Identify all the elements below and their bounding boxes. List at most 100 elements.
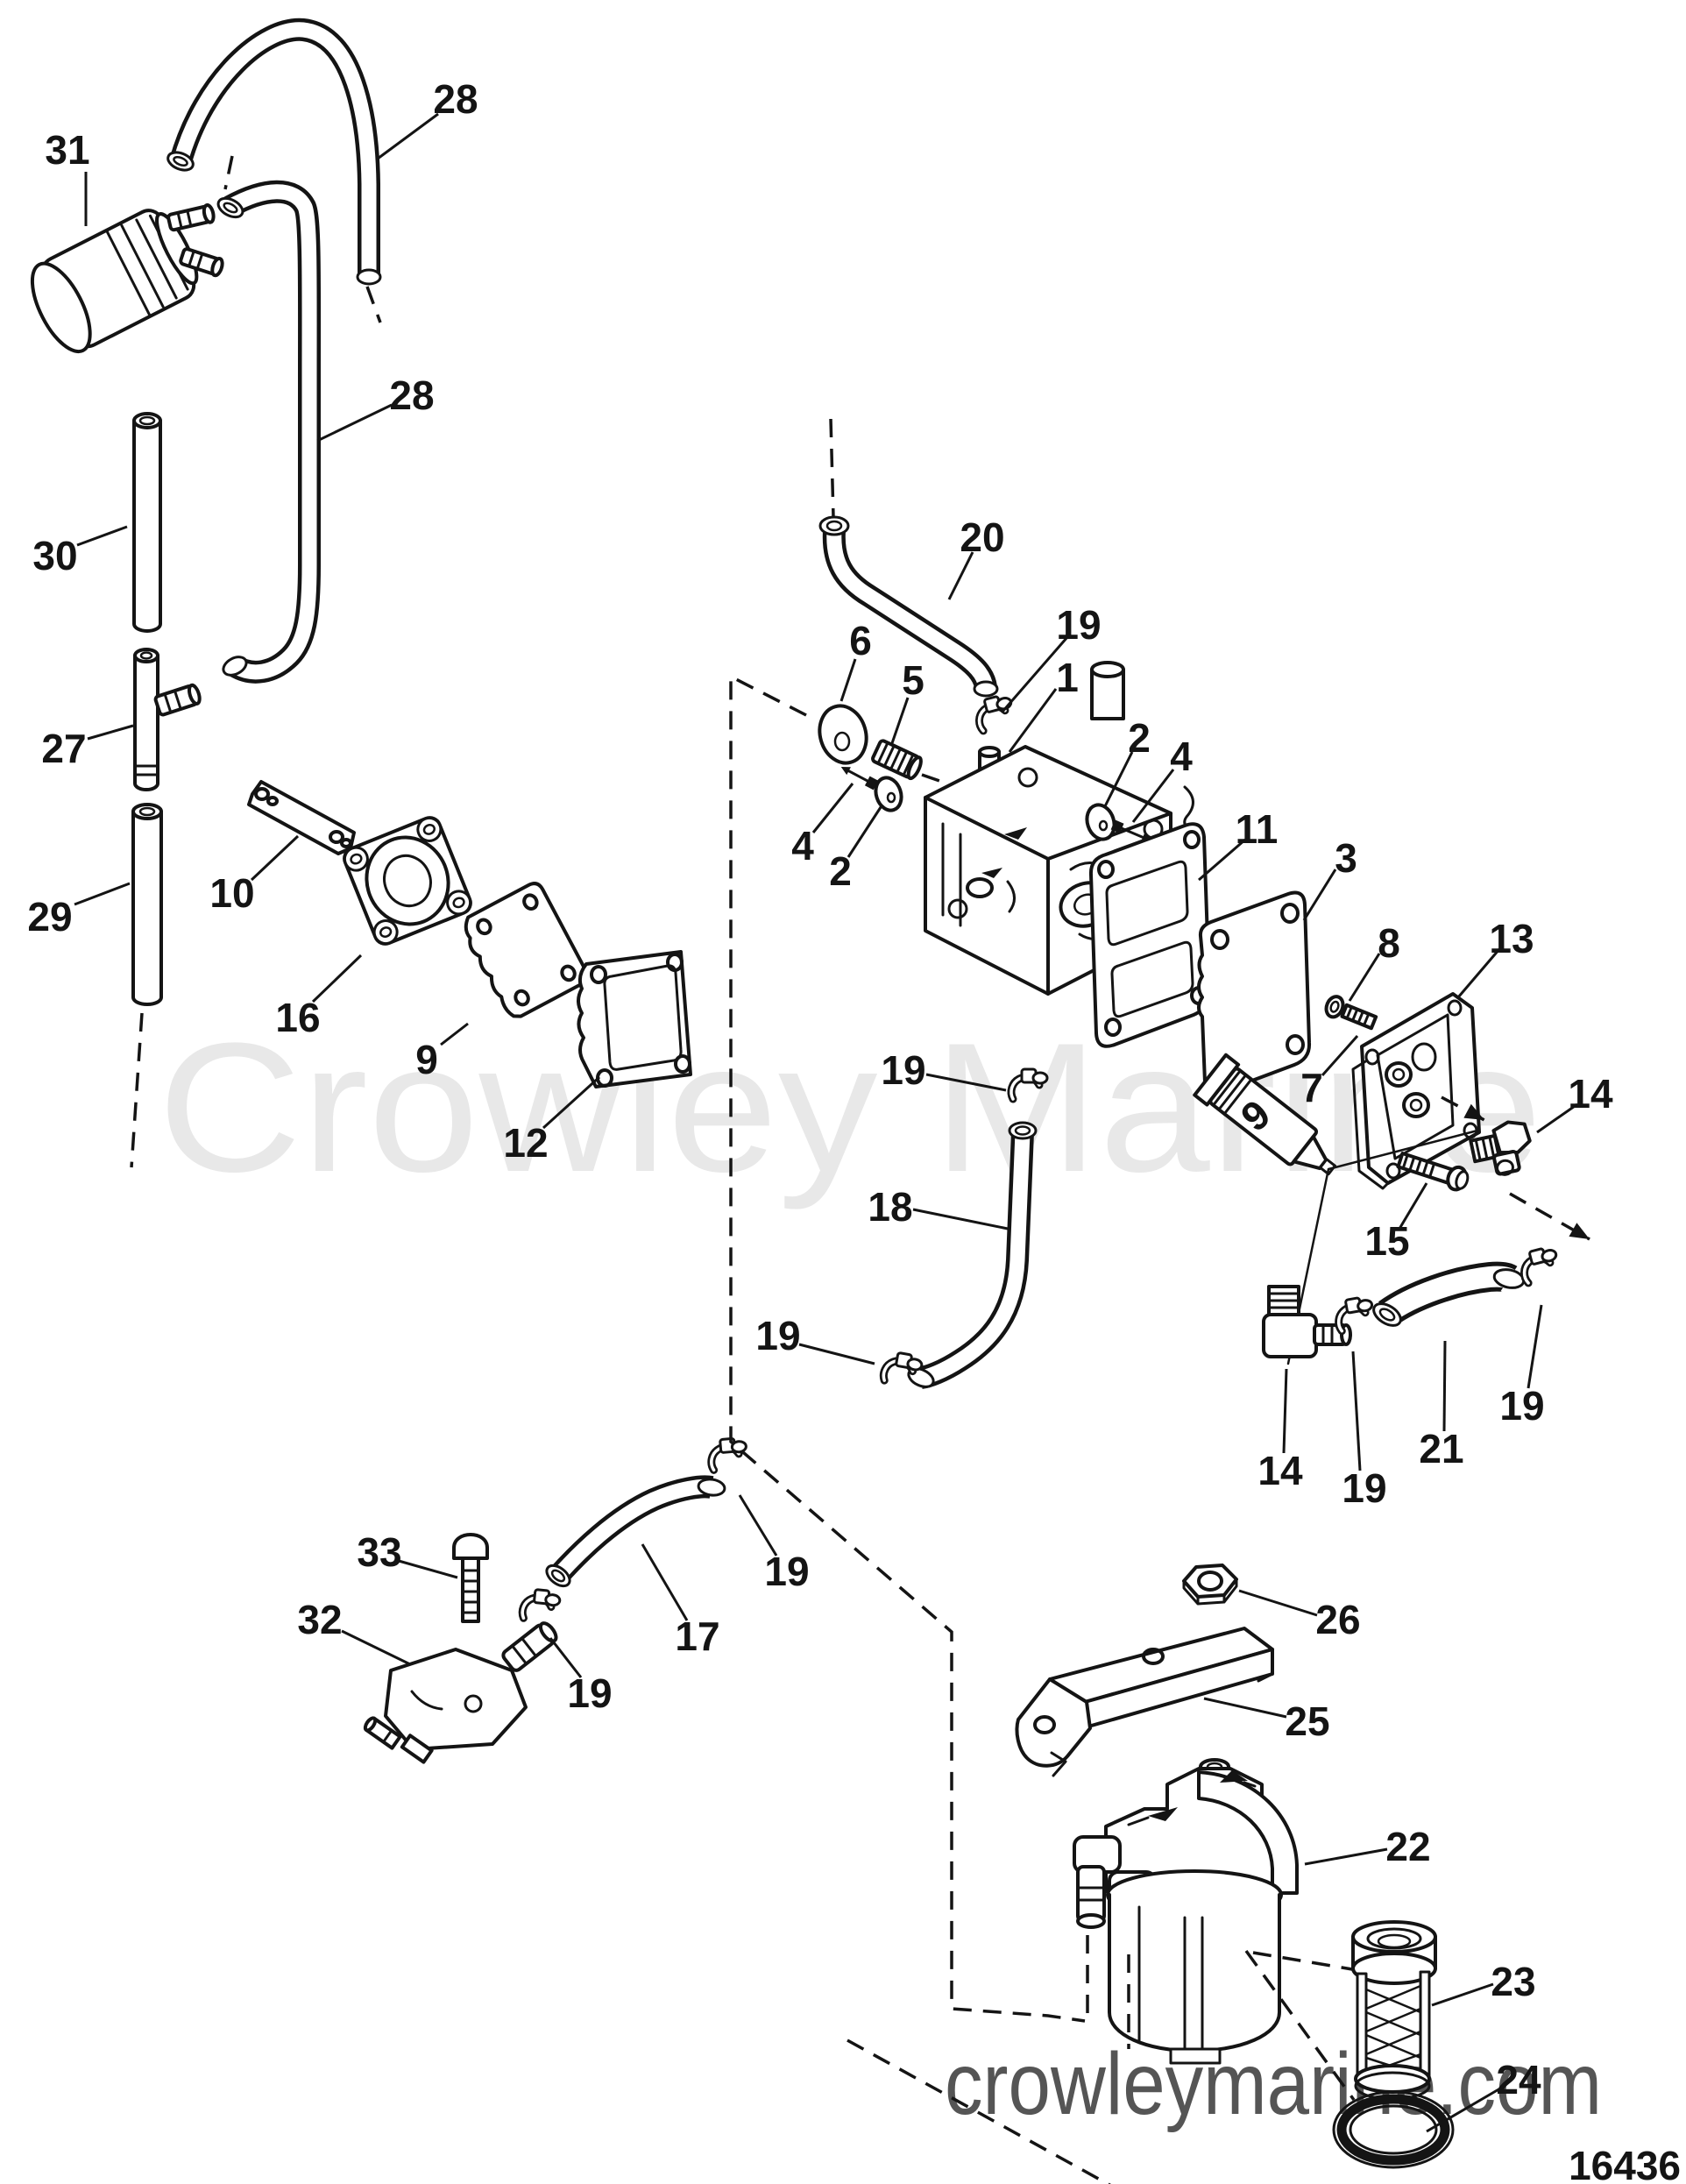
callout-leader-19 xyxy=(798,1343,875,1365)
part-11-gasket xyxy=(1088,822,1212,1048)
part-2-disc xyxy=(1085,803,1116,841)
callout-leader-25 xyxy=(1203,1697,1287,1719)
callout-leader-23 xyxy=(1431,1982,1494,2007)
part-17-fuel-hose xyxy=(545,1478,726,1588)
callout-leader-19 xyxy=(738,1494,778,1556)
callout-leader-7 xyxy=(1321,1035,1359,1076)
callout-leader-33 xyxy=(398,1559,458,1579)
callout-leader-11 xyxy=(1198,838,1246,882)
part-27-tee-fitting xyxy=(133,648,202,791)
callout-label-7: 7 xyxy=(1300,1065,1323,1110)
callout-leader-16 xyxy=(311,954,363,1003)
callout-label-15: 15 xyxy=(1364,1218,1409,1264)
part-13-pump-cover xyxy=(1351,992,1481,1190)
part-25-bracket xyxy=(1015,1627,1274,1777)
part-14-fitting xyxy=(1469,1120,1532,1176)
part-9-sealant-tube xyxy=(1193,1053,1479,1365)
callout-leader-13 xyxy=(1456,948,1501,998)
callout-label-23: 23 xyxy=(1491,1959,1535,2004)
callout-leader-1 xyxy=(1008,688,1058,753)
callout-leader-5 xyxy=(890,697,910,744)
part-12-gasket xyxy=(577,950,692,1088)
dashed-line xyxy=(130,1012,144,1168)
part-22-fuel-filter-assembly xyxy=(1073,1758,1299,2065)
callout-label-22: 22 xyxy=(1385,1824,1430,1869)
dashed-line-arrowhead xyxy=(1569,1223,1590,1239)
callout-leader-28 xyxy=(316,403,393,443)
callout-label-19: 19 xyxy=(764,1549,809,1594)
callout-label-19: 19 xyxy=(755,1313,800,1358)
dashed-line xyxy=(829,418,835,518)
callout-leader-30 xyxy=(76,525,128,547)
dashed-line xyxy=(729,674,1086,2023)
part-3-diaphragm xyxy=(1197,890,1312,1096)
callout-leader-4 xyxy=(1131,769,1175,823)
part-32-primer-valve xyxy=(363,1621,558,1764)
callout-label-14: 14 xyxy=(1257,1448,1303,1493)
callout-leader-19 xyxy=(925,1073,1007,1092)
callout-label-33: 33 xyxy=(357,1529,401,1575)
part-9-gasket xyxy=(464,882,590,1018)
callout-leader-14 xyxy=(1282,1368,1288,1454)
callout-leader-6 xyxy=(839,658,857,702)
callout-label-19: 19 xyxy=(567,1670,612,1716)
part-31-fuel-filter xyxy=(30,203,224,354)
callout-label-8: 8 xyxy=(1378,920,1400,966)
callout-label-1: 1 xyxy=(1056,655,1079,700)
callout-leader-19 xyxy=(1001,636,1069,713)
callout-label-18: 18 xyxy=(868,1184,912,1230)
callout-label-2: 2 xyxy=(829,848,852,894)
callout-leader-4 xyxy=(811,783,854,833)
part-2-disc xyxy=(874,776,903,812)
callout-label-19: 19 xyxy=(881,1047,925,1093)
callout-leader-2 xyxy=(1103,751,1134,807)
callout-leader-3 xyxy=(1302,869,1337,921)
part-18-fuel-hose xyxy=(907,1123,1038,1390)
callout-leader-2 xyxy=(847,804,884,858)
callout-label-24: 24 xyxy=(1496,2057,1541,2102)
part-6-washer xyxy=(818,704,868,765)
callout-leader-17 xyxy=(641,1543,689,1621)
callout-label-17: 17 xyxy=(675,1613,719,1659)
callout-leader-19 xyxy=(549,1637,583,1678)
callout-label-16: 16 xyxy=(275,995,320,1040)
callout-label-3: 3 xyxy=(1335,835,1357,881)
part-28-fuel-hose-long xyxy=(216,192,310,679)
callout-leader-32 xyxy=(341,1629,411,1666)
dashed-line xyxy=(1252,1951,1353,1971)
part-26-nut xyxy=(1182,1564,1238,1606)
callout-leader-26 xyxy=(1238,1589,1318,1617)
callout-label-9: 9 xyxy=(415,1037,438,1082)
callout-leader-28 xyxy=(377,112,439,160)
callout-label-25: 25 xyxy=(1285,1698,1329,1744)
part-28-fuel-hose-upper xyxy=(166,30,382,284)
callout-leader-18 xyxy=(912,1208,1009,1230)
footer-watermark-text: crowleymarine.com xyxy=(945,2035,1602,2133)
callout-leader-15 xyxy=(1398,1182,1428,1230)
dashed-line xyxy=(1244,1949,1356,2102)
callout-label-2: 2 xyxy=(1128,715,1151,761)
callout-label-27: 27 xyxy=(41,726,86,771)
diagram-artwork xyxy=(30,30,1561,2169)
callout-label-19: 19 xyxy=(1342,1465,1386,1511)
callout-leader-9 xyxy=(440,1022,469,1046)
part-21-fuel-hose xyxy=(1370,1267,1526,1330)
part-4-pin xyxy=(840,766,879,791)
callout-label-10: 10 xyxy=(209,870,254,916)
part-20-fuel-hose xyxy=(818,515,999,696)
part-16-mounting-plate xyxy=(343,816,472,946)
callout-label-12: 12 xyxy=(503,1120,548,1166)
part-24-o-ring xyxy=(1332,2090,1455,2169)
callout-leader-21 xyxy=(1442,1340,1447,1432)
callout-label-26: 26 xyxy=(1315,1597,1360,1642)
callout-leader-29 xyxy=(74,882,131,906)
part-19-clamp xyxy=(974,693,1016,731)
callout-leader-12 xyxy=(542,1075,601,1130)
part-15-bolt xyxy=(1396,1152,1470,1192)
callout-label-11: 11 xyxy=(1236,806,1279,852)
callout-label-14: 14 xyxy=(1568,1071,1613,1117)
callout-leader-22 xyxy=(1304,1847,1388,1866)
callout-label-19: 19 xyxy=(1056,602,1101,648)
